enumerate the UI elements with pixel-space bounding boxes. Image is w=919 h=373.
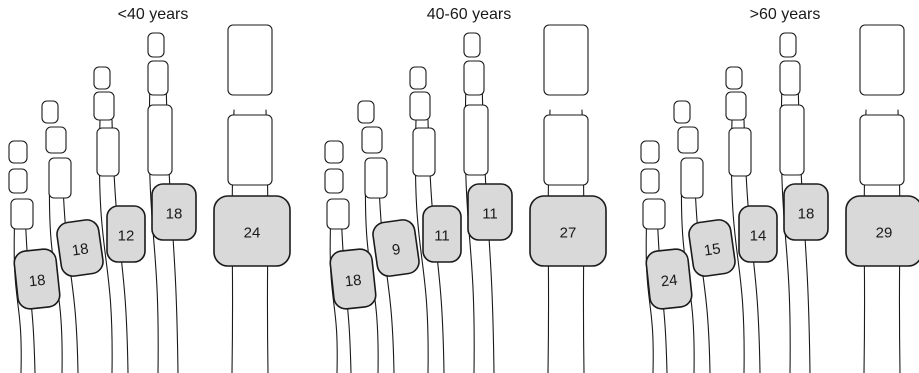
phalanx-2 bbox=[9, 169, 27, 193]
mtp-joint-1: 27 bbox=[530, 196, 606, 266]
foot-skeleton-diagram: 18 9 11 11 27 bbox=[316, 0, 622, 373]
joint-value-label: 18 bbox=[798, 206, 815, 223]
phalanx-1 bbox=[544, 25, 588, 95]
phalanx-1 bbox=[358, 101, 374, 123]
phalanx-2 bbox=[641, 169, 659, 193]
phalanx-3 bbox=[780, 105, 804, 175]
phalanx-1 bbox=[9, 141, 27, 163]
mtp-joint-4: 9 bbox=[371, 218, 420, 277]
phalanx-2 bbox=[678, 127, 698, 153]
phalanx-2 bbox=[325, 169, 343, 193]
joint-value-label: 18 bbox=[344, 272, 362, 291]
mtp-joint-3: 12 bbox=[107, 206, 145, 262]
phalanx-1 bbox=[860, 25, 904, 95]
phalanx-1 bbox=[780, 33, 796, 57]
phalanx-3 bbox=[413, 128, 435, 176]
phalanx-1 bbox=[42, 101, 58, 123]
joint-value-label: 24 bbox=[244, 225, 261, 242]
mtp-joint-3: 14 bbox=[739, 206, 777, 262]
joint-value-label: 11 bbox=[434, 228, 450, 245]
mtp-joint-5: 18 bbox=[329, 248, 377, 310]
phalanx-2 bbox=[46, 127, 66, 153]
joint-value-label: 15 bbox=[703, 240, 722, 259]
mtp-joint-4: 15 bbox=[687, 218, 736, 277]
phalanx-2 bbox=[464, 61, 484, 95]
mtp-joint-1: 29 bbox=[846, 196, 919, 266]
phalanx-3 bbox=[681, 158, 703, 198]
phalanx-1 bbox=[641, 141, 659, 163]
mtp-joint-1: 24 bbox=[214, 196, 290, 266]
phalanx-2 bbox=[544, 115, 588, 185]
mtp-joint-2: 11 bbox=[468, 184, 512, 240]
joint-value-label: 18 bbox=[166, 206, 183, 223]
phalanx-1 bbox=[325, 141, 343, 163]
joint-value-label: 29 bbox=[876, 225, 893, 242]
phalanx-2 bbox=[94, 92, 114, 120]
phalanx-3 bbox=[365, 158, 387, 198]
phalanx-2 bbox=[228, 115, 272, 185]
phalanx-3 bbox=[49, 158, 71, 198]
mtp-joint-5: 18 bbox=[13, 248, 61, 310]
phalanx-1 bbox=[410, 67, 426, 89]
phalanx-2 bbox=[726, 92, 746, 120]
phalanx-3 bbox=[729, 128, 751, 176]
phalanx-3 bbox=[464, 105, 488, 175]
mtp-joint-4: 18 bbox=[55, 218, 104, 277]
joint-value-label: 14 bbox=[750, 228, 767, 245]
phalanx-1 bbox=[228, 25, 272, 95]
phalanx-1 bbox=[726, 67, 742, 89]
phalanx-2 bbox=[780, 61, 800, 95]
phalanx-1 bbox=[674, 101, 690, 123]
phalanx-3 bbox=[643, 199, 665, 229]
joint-value-label: 24 bbox=[660, 272, 678, 291]
phalanx-2 bbox=[410, 92, 430, 120]
phalanx-2 bbox=[362, 127, 382, 153]
phalanx-3 bbox=[327, 199, 349, 229]
phalanx-2 bbox=[148, 61, 168, 95]
mtp-joint-2: 18 bbox=[152, 184, 196, 240]
phalanx-1 bbox=[94, 67, 110, 89]
mtp-joints: 18 18 12 18 24 bbox=[13, 184, 290, 310]
mtp-joint-3: 11 bbox=[423, 206, 461, 262]
phalanx-1 bbox=[148, 33, 164, 57]
mtp-joint-5: 24 bbox=[645, 248, 693, 310]
joint-value-label: 27 bbox=[560, 225, 577, 242]
foot-skeleton-diagram: 24 15 14 18 29 bbox=[632, 0, 919, 373]
phalanx-1 bbox=[464, 33, 480, 57]
phalanx-2 bbox=[860, 115, 904, 185]
mtp-joints: 24 15 14 18 29 bbox=[645, 184, 919, 310]
phalanx-3 bbox=[11, 199, 33, 229]
joint-value-label: 18 bbox=[71, 240, 90, 259]
joint-value-label: 12 bbox=[118, 228, 135, 245]
phalanx-3 bbox=[148, 105, 172, 175]
mtp-joints: 18 9 11 11 27 bbox=[329, 184, 606, 310]
joint-value-label: 18 bbox=[28, 272, 46, 291]
foot-skeleton-diagram: 18 18 12 18 24 bbox=[0, 0, 306, 373]
joint-value-label: 11 bbox=[482, 206, 498, 223]
mtp-joint-2: 18 bbox=[784, 184, 828, 240]
phalanx-3 bbox=[97, 128, 119, 176]
